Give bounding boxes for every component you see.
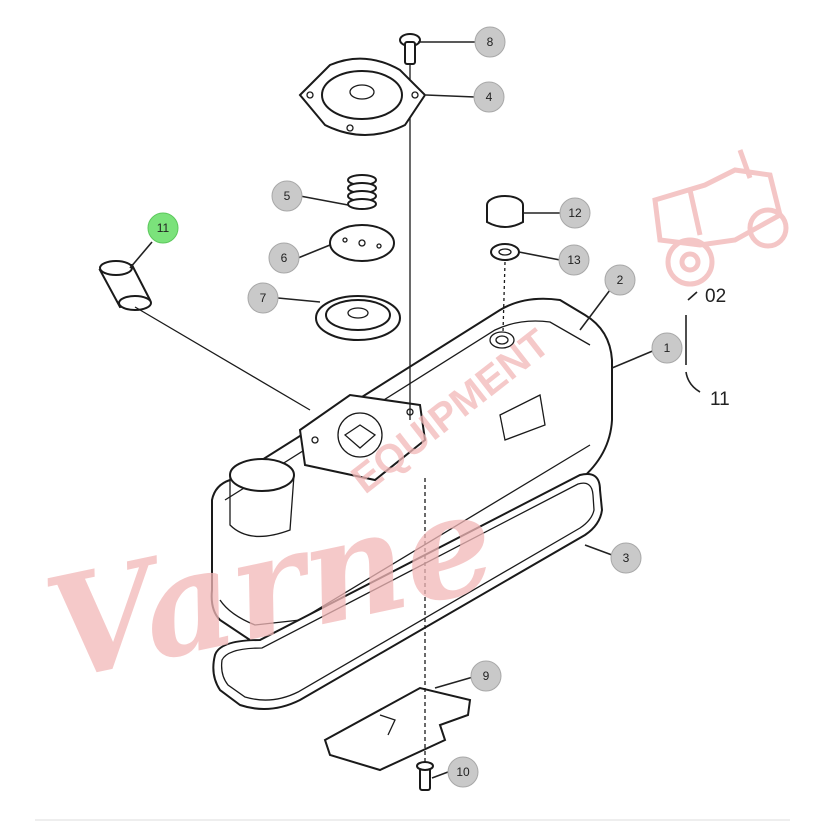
bracket-label-top: 02 [705,286,726,307]
svg-text:12: 12 [568,206,582,220]
callout-4[interactable]: 4 [473,81,505,113]
bracket-label-bottom: 11 [710,389,730,410]
leader-1 [611,349,656,369]
diaphragm-plate [329,224,395,262]
leader-2 [579,289,611,331]
oil-cap-seal [490,243,520,261]
callout-5[interactable]: 5 [271,180,303,212]
diaphragm [315,295,401,341]
svg-text:11: 11 [157,221,170,235]
callout-11[interactable]: 11 [147,212,179,244]
tractor-watermark-icon [652,149,789,287]
svg-text:6: 6 [281,251,288,265]
leader-10 [431,771,449,779]
plate [323,686,472,772]
leader-13 [518,251,561,261]
breather-base [298,393,427,482]
callout-8[interactable]: 8 [474,26,506,58]
bolt-bottom [416,761,434,791]
leader-9 [434,676,474,689]
callout-6[interactable]: 6 [268,242,300,274]
callout-1[interactable]: 1 [651,332,683,364]
sleeve [98,260,152,311]
callout-7[interactable]: 7 [247,282,279,314]
callout-2[interactable]: 2 [604,264,636,296]
svg-text:5: 5 [284,189,291,203]
svg-text:3: 3 [623,551,630,565]
svg-text:7: 7 [260,291,267,305]
svg-text:9: 9 [483,669,490,683]
callout-12[interactable]: 12 [559,197,591,229]
spring [347,174,377,210]
leader-3 [584,544,613,556]
leader-11 [129,241,153,269]
leader-7 [277,297,321,303]
leader-6 [297,244,331,259]
svg-text:10: 10 [456,765,470,779]
gasket [212,473,604,710]
bolt-top [399,33,421,65]
cap [298,57,427,136]
svg-text:1: 1 [664,341,671,355]
leader-5 [299,195,349,206]
svg-text:4: 4 [486,90,493,104]
svg-text:2: 2 [617,273,624,287]
callout-9[interactable]: 9 [470,660,502,692]
svg-text:13: 13 [567,253,581,267]
valve-cover [210,297,613,649]
callout-10[interactable]: 10 [447,756,479,788]
callout-13[interactable]: 13 [558,244,590,276]
sleeve-leader-line [134,306,311,411]
bracket-lines [685,291,701,393]
leader-4 [425,94,476,98]
svg-text:8: 8 [487,35,494,49]
oil-cap [486,195,524,228]
callout-3[interactable]: 3 [610,542,642,574]
